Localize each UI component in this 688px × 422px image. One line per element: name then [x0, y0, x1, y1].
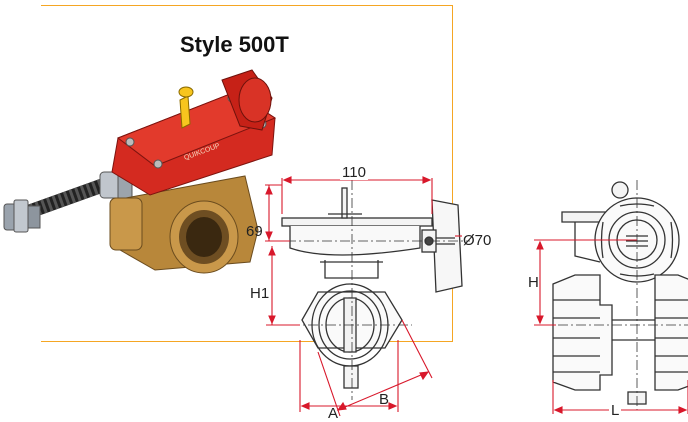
dimension-width-label: 110 — [340, 164, 368, 181]
dimension-a-label: A — [328, 405, 339, 422]
dimension-diameter-label: Ø70 — [463, 232, 492, 249]
brass-body — [109, 175, 259, 274]
dimension-b-label: B — [379, 391, 390, 408]
side-view — [552, 181, 688, 405]
side-centerlines — [540, 180, 688, 410]
dimension-l-label: L — [609, 402, 622, 419]
dimension-h1-label: H1 — [250, 285, 270, 302]
switch-housing: QUIKCOUP — [111, 69, 277, 196]
front-view — [281, 187, 463, 389]
valve-photo: QUIKCOUP — [3, 69, 277, 274]
front-centerlines — [268, 180, 470, 400]
dimension-h-label: H — [528, 274, 539, 291]
dimension-height-top-label: 69 — [246, 223, 263, 240]
front-dimensions — [265, 176, 462, 417]
photo-frame — [41, 5, 453, 342]
diagram-title: Style 500T — [180, 32, 289, 57]
